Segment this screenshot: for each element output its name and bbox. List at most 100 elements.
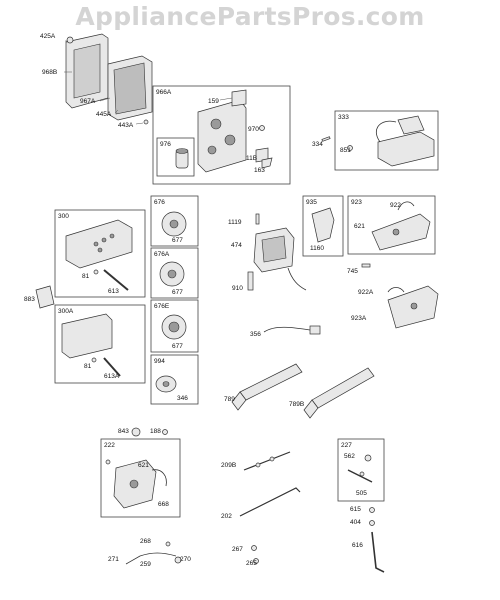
box-923 xyxy=(347,195,436,255)
part-label-346: 346 xyxy=(177,395,188,402)
part-label-967A: 967A xyxy=(80,98,96,105)
box-333 xyxy=(334,110,439,171)
nut-404 xyxy=(369,520,375,526)
part-label-843: 843 xyxy=(118,428,129,435)
part-label-300A: 300A xyxy=(58,308,74,315)
part-label-970: 970 xyxy=(248,126,259,133)
part-label-668: 668 xyxy=(158,501,169,508)
part-label-188: 188 xyxy=(150,428,161,435)
part-label-267: 267 xyxy=(232,546,243,553)
part-label-356: 356 xyxy=(250,331,261,338)
air-cleaner-base xyxy=(197,89,273,173)
part-label-209B: 209B xyxy=(221,462,236,469)
spring-link xyxy=(125,552,177,565)
box-227 xyxy=(337,438,385,502)
box-935 xyxy=(302,195,344,257)
part-label-445A: 445A xyxy=(96,111,112,118)
part-label-922: 922 xyxy=(390,202,401,209)
part-label-334: 334 xyxy=(312,141,323,148)
ignition-armature xyxy=(247,213,307,291)
part-label-300: 300 xyxy=(58,213,69,220)
control-bracket xyxy=(371,201,431,251)
part-label-966A: 966A xyxy=(156,89,172,96)
part-label-81-lower: 81 xyxy=(84,363,92,370)
part-label-404: 404 xyxy=(350,519,361,526)
box-676 xyxy=(150,195,199,247)
part-label-910: 910 xyxy=(232,285,243,292)
part-label-11B: 11B xyxy=(246,155,257,162)
muffler-gasket xyxy=(35,285,55,309)
part-label-677-a: 677 xyxy=(172,237,183,244)
part-label-935: 935 xyxy=(306,199,317,206)
part-label-613A: 613A xyxy=(104,373,120,380)
part-label-227: 227 xyxy=(341,442,352,449)
box-994 xyxy=(150,354,199,405)
armature-magneto xyxy=(321,115,435,167)
part-label-789: 789 xyxy=(224,396,235,403)
part-label-994: 994 xyxy=(154,358,165,365)
part-label-271: 271 xyxy=(108,556,119,563)
part-label-202: 202 xyxy=(221,513,232,520)
part-label-676E: 676E xyxy=(154,303,170,310)
watermark-text: AppliancePartsPros.com xyxy=(75,2,425,31)
control-assembly xyxy=(105,459,167,509)
part-label-222: 222 xyxy=(104,442,115,449)
part-label-425A: 425A xyxy=(40,33,56,40)
box-676E xyxy=(150,299,199,353)
box-222 xyxy=(100,438,181,518)
part-label-163: 163 xyxy=(254,167,265,174)
part-label-851: 851 xyxy=(340,147,351,154)
part-label-333: 333 xyxy=(338,114,349,121)
part-label-621-lower: 621 xyxy=(138,462,149,469)
part-label-976: 976 xyxy=(160,141,171,148)
box-976 xyxy=(156,137,195,177)
box-966A xyxy=(152,85,291,185)
screw-745 xyxy=(361,263,371,268)
part-label-265: 265 xyxy=(246,560,257,567)
box-300 xyxy=(54,209,146,298)
part-label-505: 505 xyxy=(356,490,367,497)
part-label-922A: 922A xyxy=(358,289,374,296)
part-label-259: 259 xyxy=(140,561,151,568)
muffler-alt xyxy=(61,313,121,377)
governor-spring-rod xyxy=(243,451,291,471)
air-filter xyxy=(107,55,153,125)
part-label-676: 676 xyxy=(154,199,165,206)
link-rod xyxy=(239,487,301,517)
part-label-745: 745 xyxy=(347,268,358,275)
spacer-789B xyxy=(311,367,375,409)
control-bracket-alt xyxy=(387,285,439,329)
washer-615 xyxy=(369,507,375,513)
part-label-270: 270 xyxy=(180,556,191,563)
part-label-1160: 1160 xyxy=(310,245,324,252)
part-label-677-c: 677 xyxy=(172,343,183,350)
part-label-616: 616 xyxy=(352,542,363,549)
box-676A xyxy=(150,247,199,299)
part-label-81-upper: 81 xyxy=(82,273,90,280)
part-label-676A: 676A xyxy=(154,251,170,258)
choke-shaft xyxy=(347,454,373,483)
part-label-923A: 923A xyxy=(351,315,367,322)
nut-188 xyxy=(162,429,168,435)
breather-tube xyxy=(175,148,189,169)
part-label-968B: 968B xyxy=(42,69,57,76)
part-label-443A: 443A xyxy=(118,122,134,129)
part-label-474: 474 xyxy=(231,242,242,249)
part-label-1119: 1119 xyxy=(228,219,242,226)
part-label-789B: 789B xyxy=(289,401,304,408)
part-label-159: 159 xyxy=(208,98,219,105)
nut-265 xyxy=(253,558,259,564)
shaft-616 xyxy=(371,531,385,573)
air-cleaner-cover xyxy=(65,33,109,109)
clip-843 xyxy=(131,427,141,437)
part-label-621-upper: 621 xyxy=(354,223,365,230)
part-label-677-b: 677 xyxy=(172,289,183,296)
part-label-883: 883 xyxy=(24,296,35,303)
part-label-268: 268 xyxy=(140,538,151,545)
part-label-562: 562 xyxy=(344,453,355,460)
governor-bracket xyxy=(311,207,335,243)
spacer-789 xyxy=(239,363,303,401)
box-300A xyxy=(54,304,146,384)
clip-267 xyxy=(251,545,257,551)
